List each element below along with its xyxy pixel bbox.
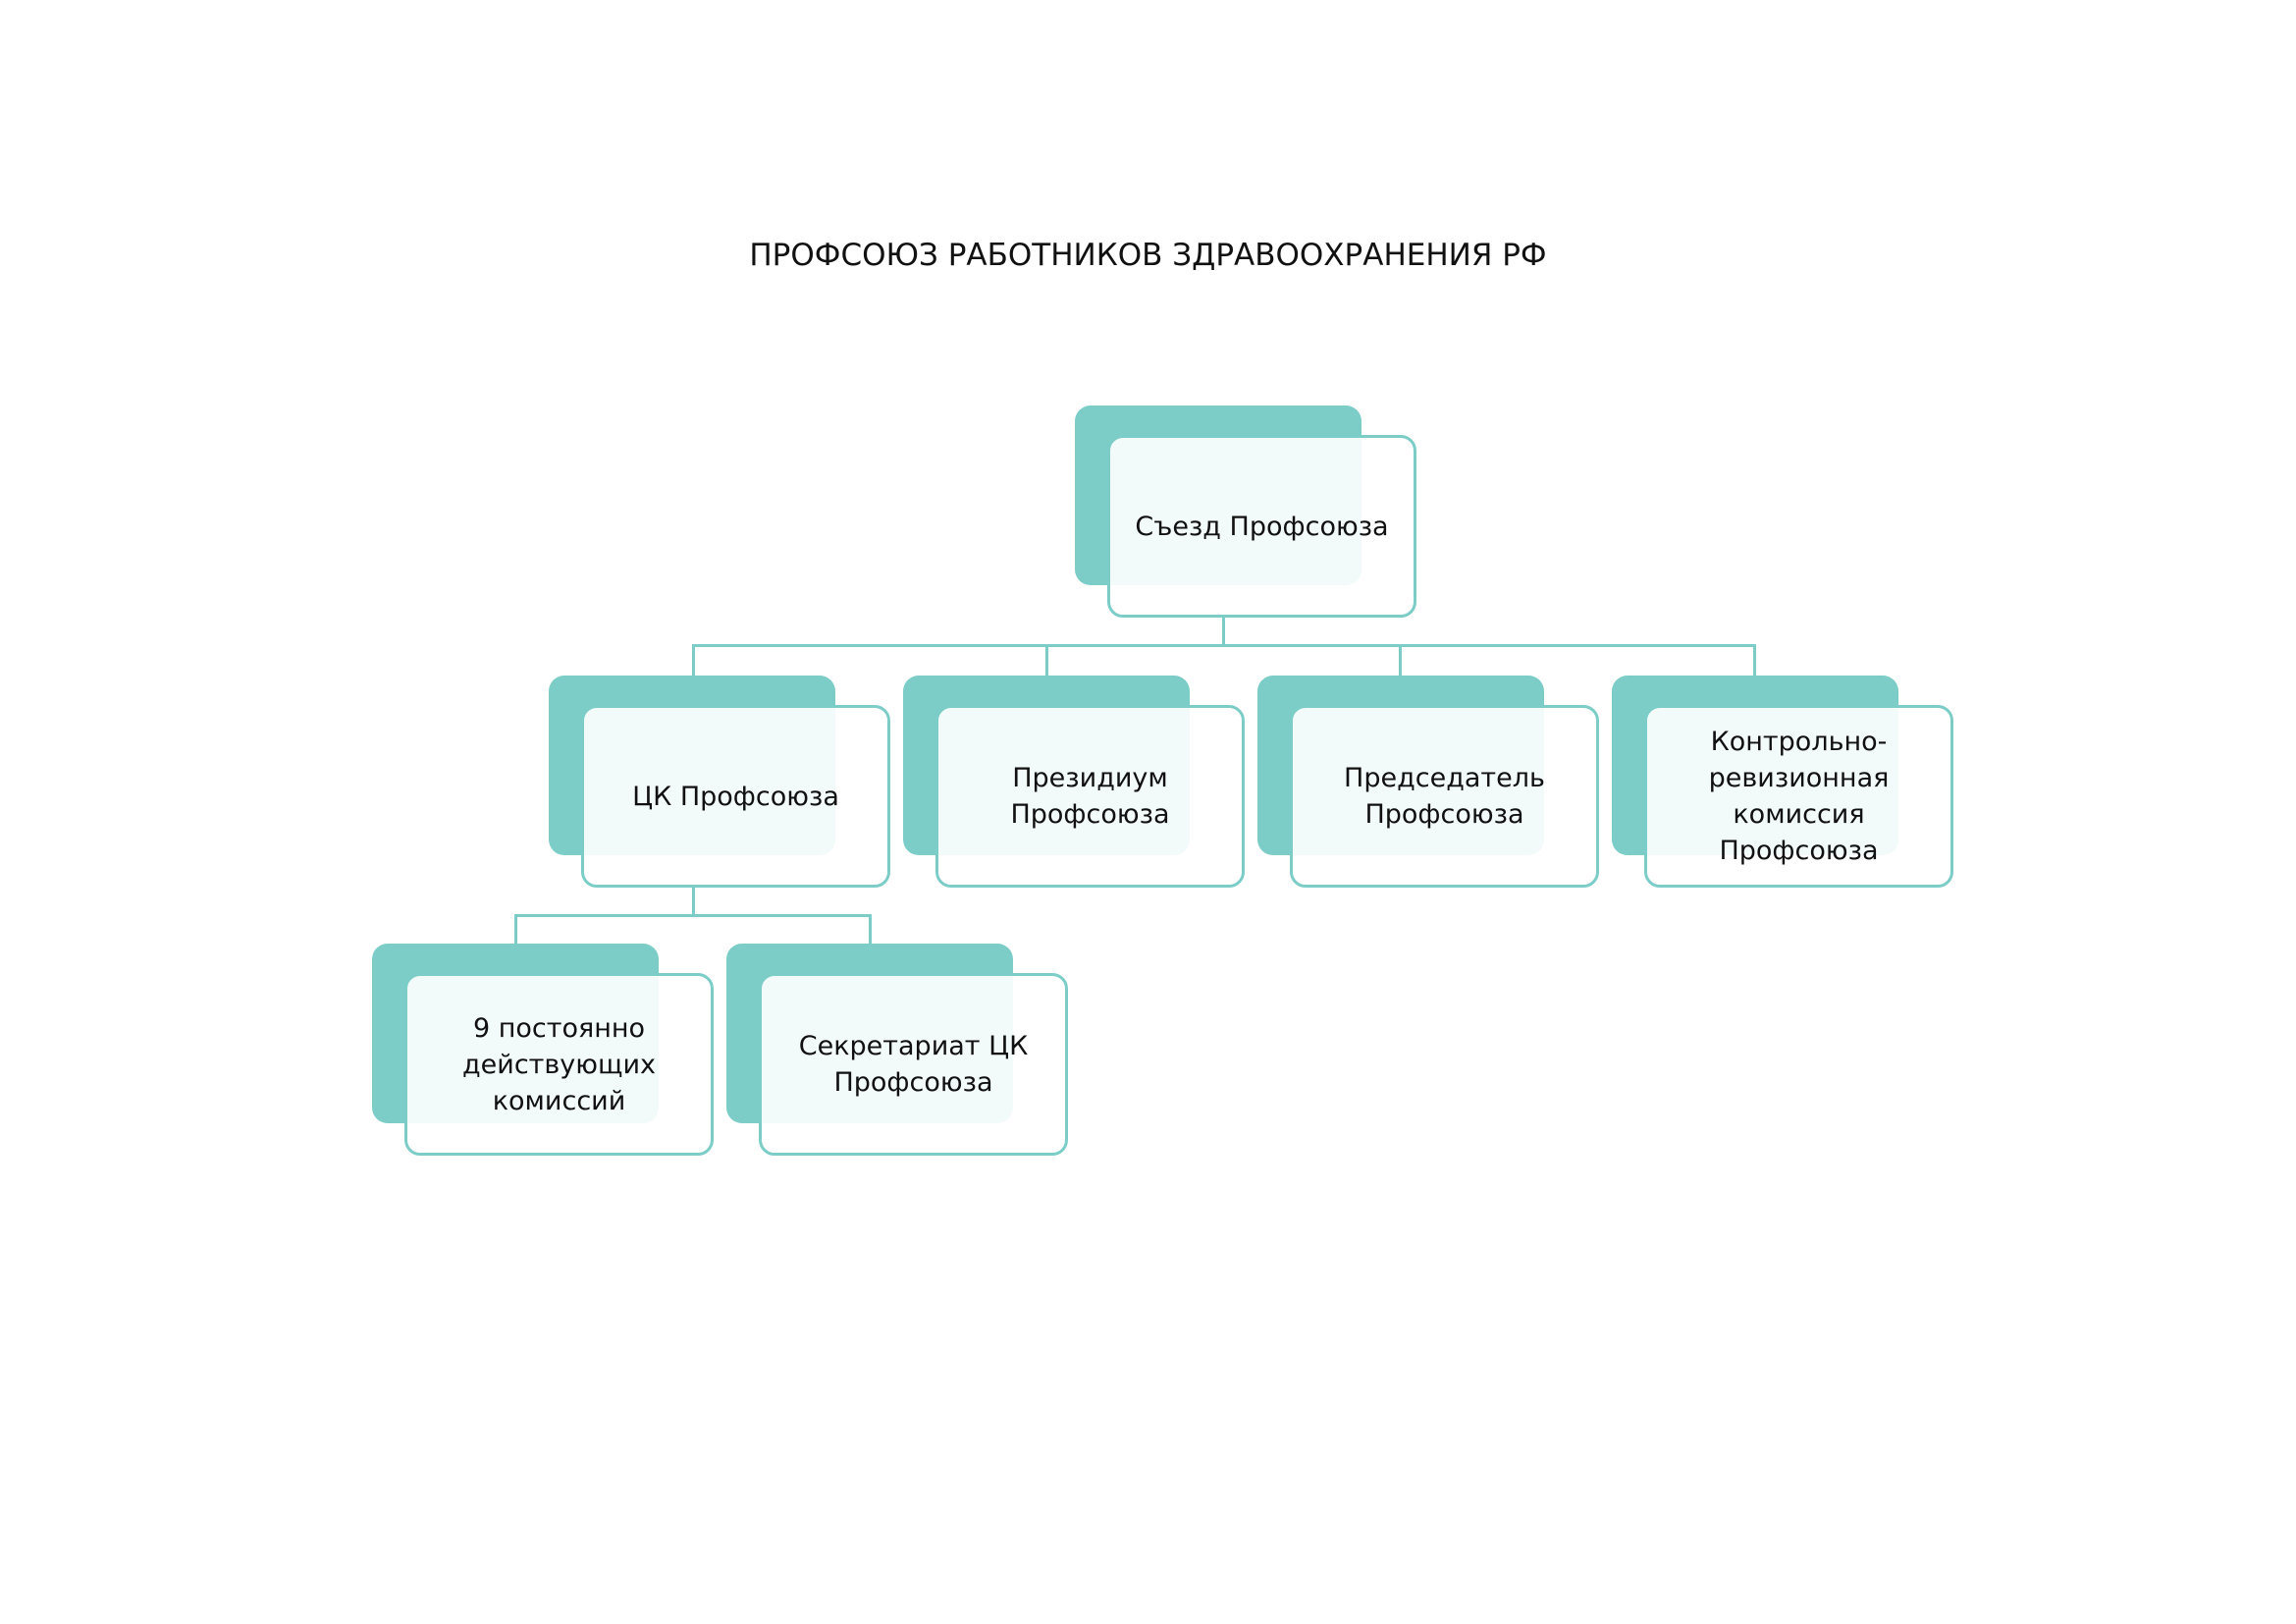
connector [692,644,695,676]
node-congress: Съезд Профсоюза [1075,406,1416,618]
connector [514,914,517,944]
node-label: Секретариат ЦК Профсоюза [798,1031,1029,1098]
node-label: Президиум Профсоюза [1010,763,1170,830]
node-label: 9 постоянно действующих комиссий [462,1012,656,1116]
node-label: Съезд Профсоюза [1135,511,1389,542]
connector [1045,644,1048,676]
connector [1222,617,1225,646]
node-label: Контрольно-ревизионная комиссия Профсоюз… [1708,727,1890,866]
node-presidium: Президиум Профсоюза [903,676,1245,888]
node-secretariat: Секретариат ЦК Профсоюза [726,944,1068,1156]
connector [1753,644,1756,676]
node-label: ЦК Профсоюза [632,781,839,812]
diagram-title: ПРОФСОЮЗ РАБОТНИКОВ ЗДРАВООХРАНЕНИЯ РФ [749,238,1547,273]
connector [692,644,1756,647]
connector [869,914,872,944]
connector [1399,644,1402,676]
node-label: Председатель Профсоюза [1344,763,1545,830]
node-ck: ЦК Профсоюза [549,676,890,888]
node-chairman: Председатель Профсоюза [1257,676,1599,888]
node-audit: Контрольно-ревизионная комиссия Профсоюз… [1612,676,1953,888]
connector [692,888,695,917]
connector [514,914,872,917]
node-commissions: 9 постоянно действующих комиссий [372,944,714,1156]
